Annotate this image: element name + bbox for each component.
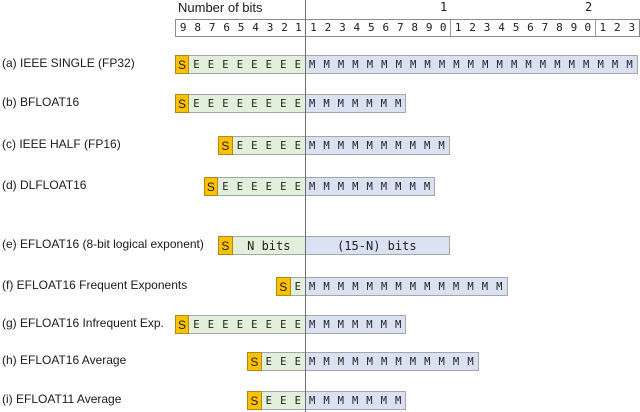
ruler-digit: 2 bbox=[469, 21, 476, 34]
format-label: (d) DLFLOAT16 bbox=[2, 178, 87, 192]
sign-field: S bbox=[174, 315, 190, 334]
ruler-digit: 6 bbox=[223, 21, 230, 34]
ruler-digit: 5 bbox=[512, 21, 520, 34]
format-label: (c) IEEE HALF (FP16) bbox=[2, 137, 121, 151]
ruler-tens-marker: 1 bbox=[440, 0, 448, 14]
ruler-digit: 1 bbox=[599, 21, 607, 34]
sign-field: S bbox=[247, 391, 262, 410]
sign-field: S bbox=[218, 136, 233, 155]
exponent-field: E bbox=[290, 277, 305, 296]
ruler-digit: 0 bbox=[436, 20, 451, 36]
sign-field: S bbox=[247, 352, 262, 371]
ruler-digit: 3 bbox=[483, 21, 491, 34]
ruler-digit: 6 bbox=[527, 21, 534, 34]
ruler-digit: 5 bbox=[368, 21, 375, 34]
ruler-digit: 8 bbox=[194, 21, 202, 34]
ruler-digit: 7 bbox=[541, 21, 549, 34]
ruler-digit: 4 bbox=[252, 21, 259, 34]
ruler-digit: 4 bbox=[498, 21, 505, 34]
format-label: (i) EFLOAT11 Average bbox=[2, 392, 122, 406]
ruler-digit: 3 bbox=[339, 21, 346, 34]
ruler-digit: 4 bbox=[353, 21, 361, 34]
ruler-tens-marker: 2 bbox=[585, 0, 593, 14]
ruler-digit: 7 bbox=[208, 21, 216, 34]
ruler-digit: 0 bbox=[581, 20, 596, 36]
format-label: (b) BFLOAT16 bbox=[2, 95, 80, 109]
ruler-digit: 8 bbox=[556, 21, 563, 34]
radix-point-divider bbox=[305, 0, 306, 412]
ruler-digit: 6 bbox=[382, 21, 390, 34]
sign-field: S bbox=[203, 177, 219, 196]
format-label: (e) EFLOAT16 (8-bit logical exponent) bbox=[2, 237, 204, 251]
format-label: (f) EFLOAT16 Frequent Exponents bbox=[2, 278, 188, 292]
sign-field: S bbox=[218, 236, 233, 255]
format-label: (g) EFLOAT16 Infrequent Exp. bbox=[2, 316, 164, 330]
ruler-digit: 5 bbox=[237, 21, 245, 34]
ruler-digit: 2 bbox=[281, 21, 288, 34]
mantissa-field: (15-N) bits bbox=[304, 236, 450, 255]
ruler-digit: 1 bbox=[310, 21, 317, 34]
ruler-digit: 2 bbox=[324, 21, 332, 34]
ruler-digit: 9 bbox=[179, 21, 187, 34]
format-label: (h) EFLOAT16 Average bbox=[2, 353, 127, 367]
ruler-digit: 9 bbox=[570, 21, 578, 34]
sign-field: S bbox=[174, 94, 190, 113]
format-label: (a) IEEE SINGLE (FP32) bbox=[2, 56, 135, 70]
sign-field: S bbox=[276, 277, 291, 296]
ruler-digit: 8 bbox=[411, 21, 419, 34]
sign-field: S bbox=[174, 55, 190, 74]
ruler-digit: 1 bbox=[454, 21, 462, 34]
ruler-digit: 3 bbox=[266, 21, 274, 34]
ruler-digit: 2 bbox=[613, 21, 621, 34]
ruler-title: Number of bits bbox=[178, 0, 263, 15]
exponent-field: N bits bbox=[232, 236, 305, 255]
ruler-digit: 9 bbox=[425, 21, 433, 34]
ruler-digit: 7 bbox=[396, 21, 404, 34]
ruler-digit: 3 bbox=[628, 21, 636, 34]
